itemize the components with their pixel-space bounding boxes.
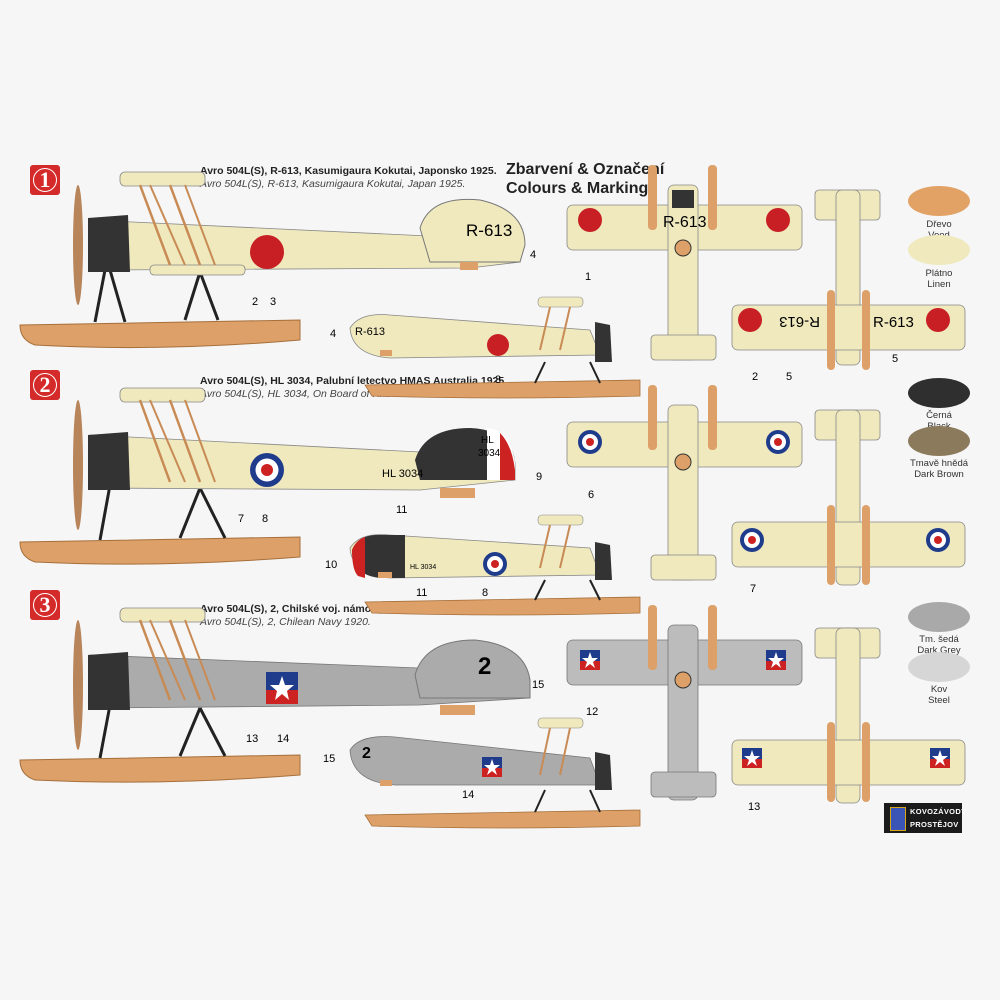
- scheme-3-title-en: Avro 504L(S), 2, Chilean Navy 1920.: [200, 616, 371, 628]
- scheme-2-rudder-hl: HL: [481, 435, 494, 446]
- top-callout-1: 1: [585, 271, 591, 283]
- bottom-callout-13: 13: [748, 801, 760, 813]
- scheme-1-side-view-small: R-613 4 3: [330, 296, 641, 399]
- bottom-callout-7: 7: [750, 583, 756, 595]
- callout-4: 4: [530, 249, 536, 261]
- heading-cz: Zbarvení & Označení: [506, 161, 665, 178]
- logo-shield-icon: [890, 807, 906, 831]
- swatch-linen: [908, 235, 970, 265]
- kovozavody-logo: KOVOZÁVODY PROSTĚJOV: [884, 803, 966, 833]
- top-callout-6: 6: [588, 489, 594, 501]
- scheme-1-side-view: R-613 2 3 4: [19, 171, 536, 349]
- bottom-callout-5a: 5: [786, 371, 792, 383]
- callout-13: 13: [246, 733, 258, 745]
- scheme-1-bottom-view: R-613 R-613 2 5 5: [731, 189, 966, 383]
- swatch-wood: [908, 186, 970, 216]
- scheme-3-small-serial: 2: [362, 745, 371, 762]
- scheme-1-side-serial: R-613: [466, 221, 512, 240]
- scheme-2-top-view: 6: [566, 385, 803, 581]
- scheme-1-title-en: Avro 504L(S), R-613, Kasumigaura Kokutai…: [200, 178, 466, 190]
- scheme-1-top-view: R-613 1: [566, 165, 803, 361]
- callout-8: 8: [262, 513, 268, 525]
- scheme-2-side-serial: HL 3034: [382, 468, 423, 480]
- callout-2: 2: [252, 296, 258, 308]
- small-callout-3: 3: [495, 374, 501, 386]
- callout-7: 7: [238, 513, 244, 525]
- logo-line2: PROSTĚJOV: [910, 820, 959, 829]
- scheme-3-side-serial: 2: [478, 653, 491, 680]
- small-callout-15: 15: [323, 753, 335, 765]
- scheme-1-bottom-serial-left: R-613: [779, 313, 820, 330]
- callout-15: 15: [532, 679, 544, 691]
- heading-en: Colours & Markings: [506, 180, 658, 197]
- callout-11: 11: [396, 504, 407, 516]
- callout-3: 3: [270, 296, 276, 308]
- scheme-1-badge: 1: [30, 165, 60, 195]
- scheme-2-bottom-view: 7: [731, 409, 966, 595]
- scheme-3-badge: 3: [30, 590, 60, 620]
- swatch-dark-brown: [908, 426, 970, 456]
- swatch-dark-grey: [908, 602, 970, 632]
- scheme-2-rudder-num: 3034: [478, 448, 501, 459]
- logo-line1: KOVOZÁVODY: [910, 807, 967, 816]
- small-callout-11: 11: [416, 587, 427, 599]
- top-callout-12: 12: [586, 706, 598, 718]
- scheme-2-side-view-small: HL 3034 10 11 8: [325, 514, 641, 616]
- small-callout-10: 10: [325, 559, 337, 571]
- scheme-1-bottom-serial-right: R-613: [873, 314, 914, 331]
- scheme-2-badge: 2: [30, 370, 60, 400]
- scheme-3-side-view: 2 13 14 15: [19, 607, 544, 783]
- bottom-callout-2: 2: [752, 371, 758, 383]
- bottom-callout-5b: 5: [892, 353, 898, 365]
- small-callout-4: 4: [330, 328, 336, 340]
- scheme-3-bottom-view: 13: [731, 627, 966, 813]
- scheme-1-caption: Avro 504L(S), R-613, Kasumigaura Kokutai…: [200, 165, 497, 191]
- small-callout-14: 14: [462, 789, 474, 801]
- scheme-1-title-cz: Avro 504L(S), R-613, Kasumigaura Kokutai…: [200, 165, 497, 177]
- callout-9: 9: [536, 471, 542, 483]
- scheme-3-side-view-small: 2 15 14: [323, 717, 641, 829]
- scheme-3-top-view: 12: [566, 605, 803, 801]
- scheme-2-small-serial: HL 3034: [410, 564, 436, 571]
- colours-markings-heading: Zbarvení & Označení Colours & Markings: [506, 160, 664, 198]
- small-callout-8: 8: [482, 587, 488, 599]
- swatch-black: [908, 378, 970, 408]
- scheme-2-side-view: HL 3034 HL 3034 7 8 11 9: [19, 387, 542, 565]
- scheme-1-top-serial: R-613: [663, 214, 707, 231]
- callout-14: 14: [277, 733, 289, 745]
- scheme-1-small-serial: R-613: [355, 326, 385, 338]
- swatch-steel: [908, 652, 970, 682]
